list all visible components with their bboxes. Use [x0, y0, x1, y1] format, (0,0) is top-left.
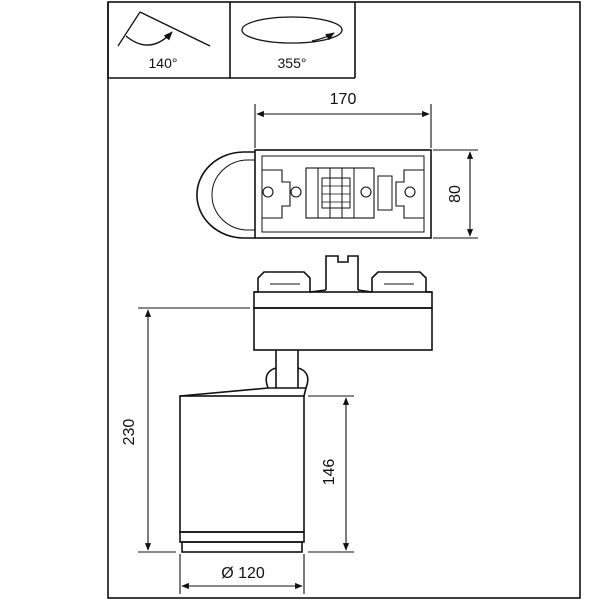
- rotation-angle-box: 355°: [241, 16, 343, 71]
- dimension-146-label: 146: [321, 459, 338, 486]
- dimension-170: [254, 104, 432, 148]
- dimension-diameter-120-label: Ø 120: [221, 565, 265, 582]
- dimension-230: [138, 307, 250, 553]
- dimension-170-label: 170: [330, 91, 357, 108]
- dimension-80-label: 80: [447, 185, 464, 203]
- dimension-80: [433, 149, 478, 239]
- tilt-angle-label: 140°: [149, 55, 178, 71]
- dimension-diameter-120: [179, 554, 305, 594]
- dimension-230-label: 230: [121, 419, 138, 446]
- tilt-icon: [117, 11, 211, 47]
- adapter-top-view: [196, 149, 432, 239]
- spotlight-side-view: [179, 255, 433, 553]
- drawing-frame: [107, 1, 581, 599]
- rotation-icon: [241, 16, 343, 44]
- rotation-angle-label: 355°: [278, 55, 307, 71]
- dimension-146: [308, 395, 354, 553]
- tilt-angle-box: 140°: [107, 2, 356, 79]
